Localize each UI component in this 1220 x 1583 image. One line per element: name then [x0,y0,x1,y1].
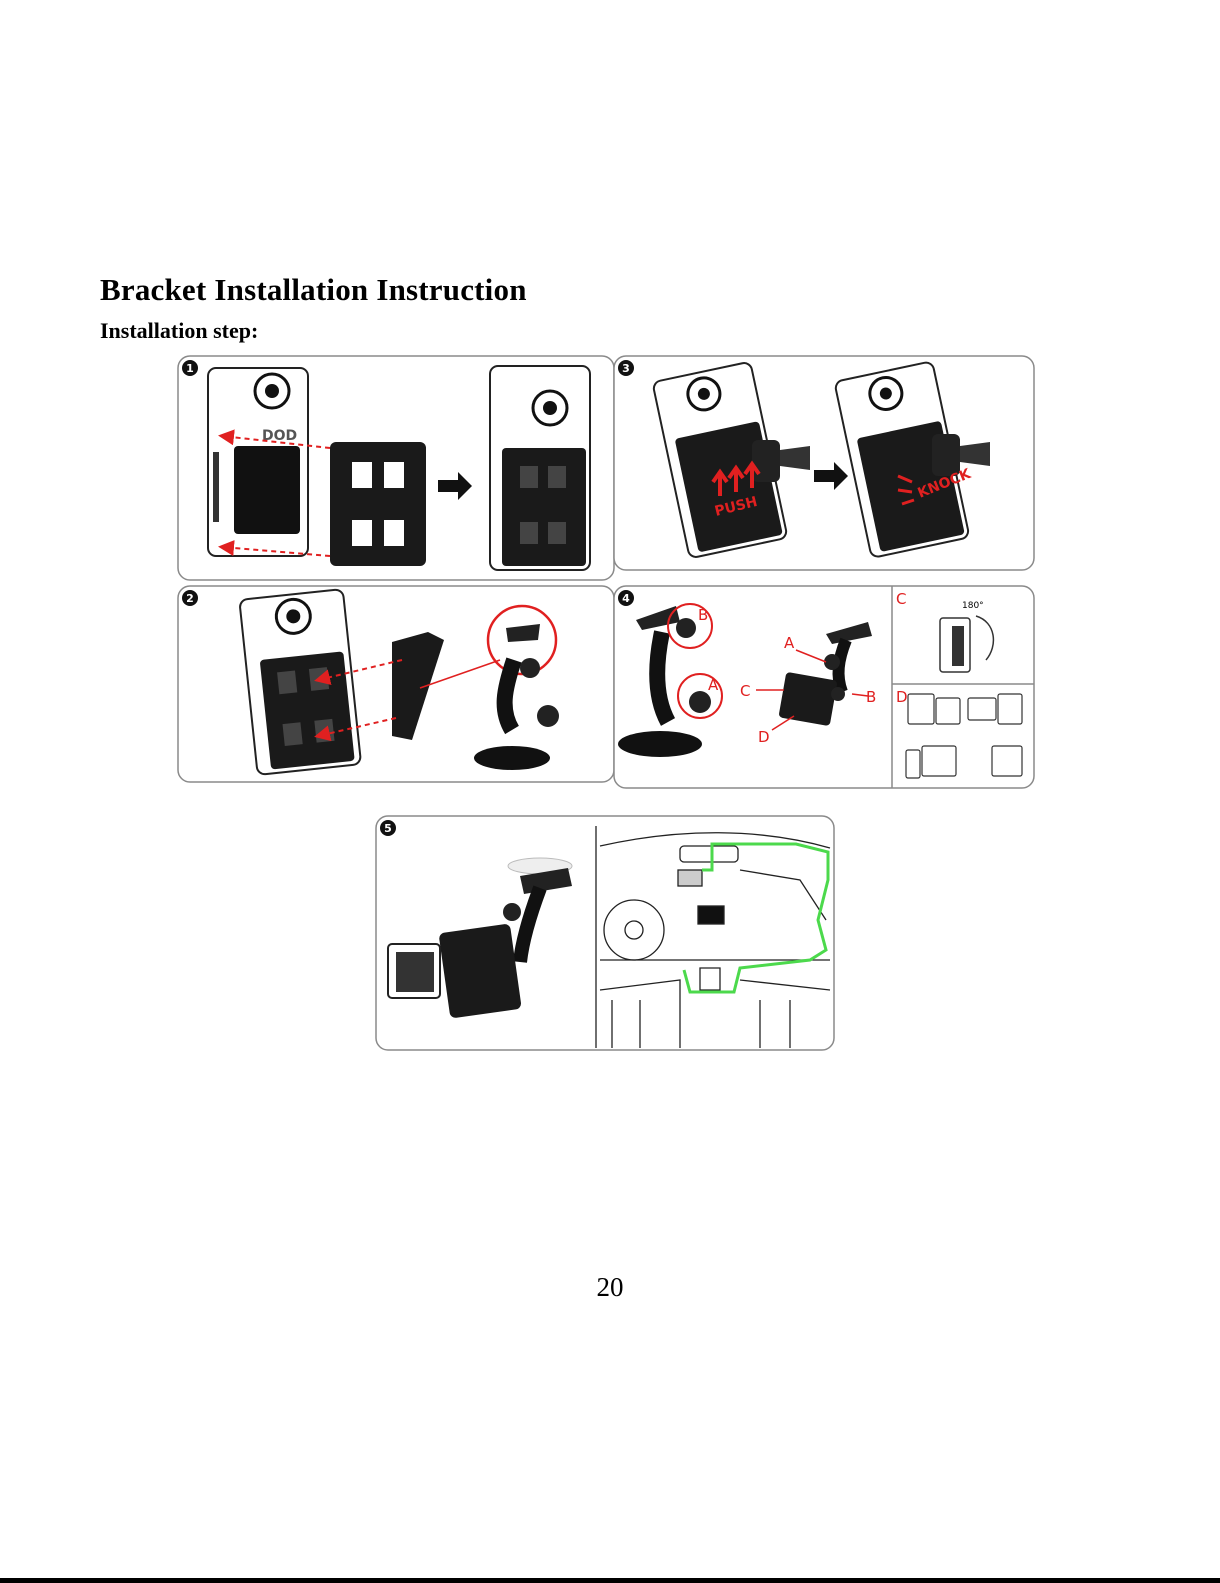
label-a-right: A [784,634,795,652]
step-3-panel: 3 PUSH KNOCK [614,356,1034,570]
label-c: C [740,682,750,700]
step-1-number: 1 [186,362,194,375]
inset-d-label: D [896,688,908,706]
label-b-right: B [866,688,876,706]
inset-c-label: C [896,590,906,608]
step-3-number: 3 [622,362,630,375]
page-number: 20 [0,1272,1220,1303]
step-4-panel: 4 B A A B C D C [614,586,1034,788]
camera-front: DOD [208,368,308,556]
step-2-panel: 2 [178,586,614,782]
step-5-number: 5 [384,822,392,835]
rotation-angle: 180° [962,601,984,611]
camera-bracket [239,589,361,775]
bracket-plate [330,442,426,566]
label-b-top: B [698,606,708,624]
step-1-panel: 1 DOD [178,356,614,580]
step-4-number: 4 [622,592,630,605]
camera-assembled [490,366,590,570]
label-d: D [758,728,770,746]
label-a-left: A [708,676,719,694]
bottom-rule [0,1578,1220,1583]
step-5-panel: 5 [376,816,834,1050]
step-2-number: 2 [186,592,194,605]
